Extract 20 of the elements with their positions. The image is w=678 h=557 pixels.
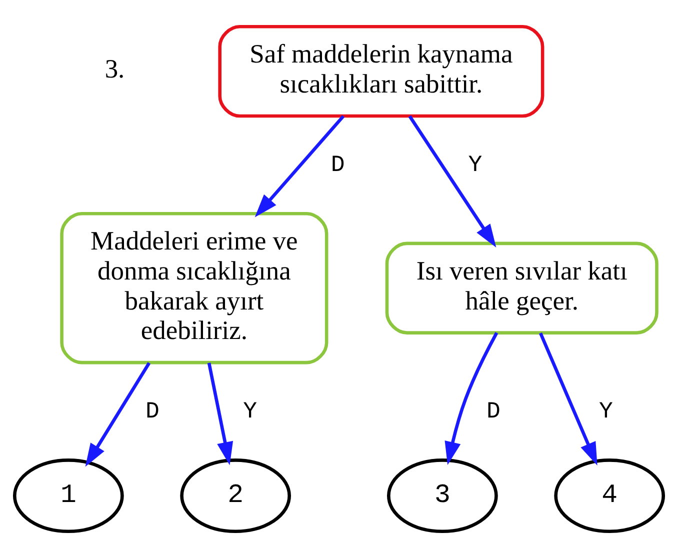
label: 3. (104, 53, 125, 84)
node-box: Isı veren sıvılar katı hâle geçer. (385, 241, 658, 334)
node-box: Saf maddelerin kaynama sıcaklıkları sabittir. (218, 24, 544, 118)
node-ellipse: 1 (12, 458, 124, 533)
node-ellipse: 2 (180, 458, 291, 533)
arrow (538, 332, 598, 466)
edge-label: D (330, 151, 345, 178)
node-ellipse: 3 (387, 458, 498, 533)
edge-label: D (146, 398, 160, 424)
edge-label: Y (598, 398, 613, 424)
node-box: Maddeleri erime ve donma sıcaklığına bakarak ayırt edebiliriz. (60, 211, 328, 364)
arrow (444, 332, 498, 464)
arrow (207, 362, 234, 465)
arrow (85, 362, 151, 466)
edge-label: D (486, 398, 500, 424)
arrow (408, 114, 496, 247)
node-ellipse: 4 (554, 458, 666, 533)
edge-label: Y (468, 151, 482, 178)
edge-label: Y (243, 398, 258, 424)
arrow (254, 114, 345, 217)
